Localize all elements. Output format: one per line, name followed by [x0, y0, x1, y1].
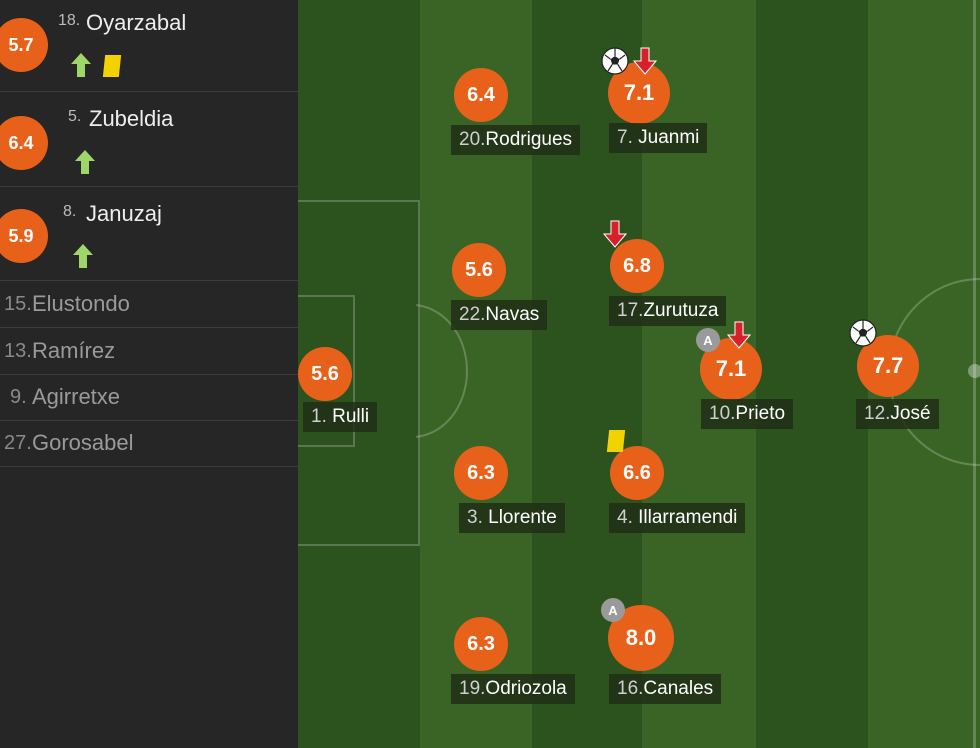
player-number: 4. — [617, 507, 633, 528]
rating-badge: 5.6 — [452, 243, 506, 297]
captain-badge-icon: A — [601, 598, 625, 622]
sub-in-arrow-icon — [71, 53, 91, 77]
player-name: Odriozola — [485, 678, 567, 699]
player-label: 17.Zurutuza — [609, 296, 727, 326]
sub-out-arrow-icon — [727, 321, 751, 349]
player-number: 1. — [311, 406, 327, 427]
player-name: Januzaj — [86, 201, 162, 226]
player-name: Illarramendi — [638, 507, 738, 528]
sub-out-arrow-icon — [603, 220, 627, 248]
player-label: 4. Illarramendi — [609, 503, 746, 533]
player-number: 3. — [467, 507, 483, 528]
player-number: 19. — [459, 678, 486, 699]
player-label: 19.Odriozola — [451, 674, 575, 704]
player-name: Juanmi — [638, 127, 700, 148]
substitute-row[interactable]: 6.4 5. Zubeldia — [0, 92, 298, 187]
goal-ball-icon — [849, 319, 877, 347]
bench-row[interactable]: 9. Agirretxe — [0, 374, 298, 421]
player-label: 3. Llorente — [459, 503, 565, 533]
player-number: 27. — [4, 432, 32, 454]
rating-badge: 5.9 — [0, 209, 48, 263]
player-number: 7. — [617, 127, 633, 148]
player-label: 1. Rulli — [303, 402, 378, 432]
player-number: 5. — [68, 108, 82, 125]
player-label: 10.Prieto — [701, 399, 794, 429]
player-number: 13. — [4, 340, 32, 362]
pitch: 5.6 1. Rulli 6.4 20.Rodrigues 7.1 7. Jua… — [298, 0, 980, 748]
player-name: Llorente — [488, 507, 557, 528]
rating-badge: 7.1 — [608, 62, 670, 124]
player-number: 17. — [617, 300, 644, 321]
rating-badge: 8.0 — [608, 605, 674, 671]
bench-row[interactable]: 15. Elustondo — [0, 281, 298, 328]
player-name: Agirretxe — [32, 384, 121, 409]
rating-badge: 6.3 — [454, 446, 508, 500]
player-number: 8. — [63, 203, 77, 220]
substitute-row[interactable]: 5.7 18. Oyarzabal — [0, 0, 298, 92]
player-name: Navas — [485, 304, 540, 325]
substitute-row[interactable]: 5.9 8. Januzaj — [0, 187, 298, 281]
player-label: 16.Canales — [609, 674, 722, 704]
player-label: 22.Navas — [451, 300, 548, 330]
rating-badge: 6.4 — [454, 68, 508, 122]
player-number: 22. — [459, 304, 486, 325]
player-name: Oyarzabal — [86, 10, 187, 35]
rating-badge: 6.8 — [610, 239, 664, 293]
sub-out-arrow-icon — [633, 47, 657, 75]
bench-row[interactable]: 13. Ramírez — [0, 328, 298, 375]
player-number: 20. — [459, 129, 486, 150]
player-number: 18. — [58, 12, 81, 29]
rating-badge: 6.3 — [454, 617, 508, 671]
player-label: 12.José — [856, 399, 939, 429]
sub-in-arrow-icon — [73, 244, 93, 268]
goal-area — [298, 295, 355, 447]
rating-badge: 5.7 — [0, 18, 48, 72]
player-number: 10. — [709, 403, 736, 424]
player-number: 15. — [4, 293, 32, 315]
sub-in-arrow-icon — [75, 150, 95, 174]
player-number: 12. — [864, 403, 891, 424]
player-number: 9. — [10, 386, 27, 408]
substitutes-panel: 5.7 18. Oyarzabal 6.4 5. Zubeldia 5.9 8.… — [0, 0, 298, 748]
player-label: 7. Juanmi — [609, 123, 708, 153]
rating-badge: 6.4 — [0, 116, 48, 170]
center-spot — [968, 364, 980, 378]
rating-badge: 6.6 — [610, 446, 664, 500]
player-name: Ramírez — [32, 338, 116, 363]
player-name: Rulli — [332, 406, 370, 427]
rating-badge: 5.6 — [298, 347, 352, 401]
goal-ball-icon — [601, 47, 629, 75]
player-name: Gorosabel — [32, 430, 134, 455]
player-name: Elustondo — [32, 291, 130, 316]
player-name: José — [890, 403, 931, 424]
yellow-card-icon — [606, 430, 626, 452]
player-label: 20.Rodrigues — [451, 125, 581, 155]
yellow-card-icon — [102, 55, 122, 77]
player-name: Prieto — [735, 403, 786, 424]
bench-row[interactable]: 27. Gorosabel — [0, 420, 298, 467]
player-name: Zurutuza — [643, 300, 719, 321]
player-name: Zubeldia — [89, 106, 174, 131]
pitch-stripe — [756, 0, 868, 748]
player-name: Canales — [643, 678, 714, 699]
captain-badge-icon: A — [696, 328, 720, 352]
player-number: 16. — [617, 678, 644, 699]
player-name: Rodrigues — [485, 129, 573, 150]
